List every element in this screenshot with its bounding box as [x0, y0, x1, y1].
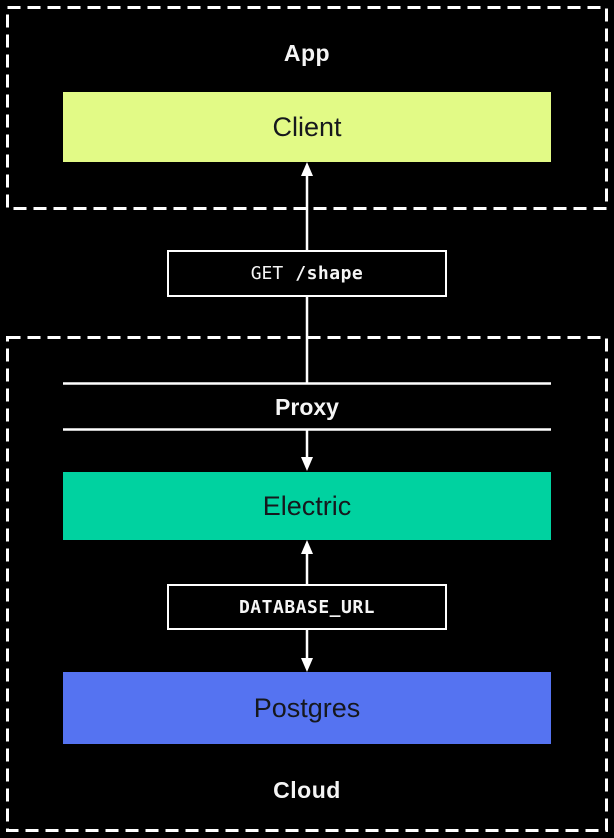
edge-label-get-shape: GET /shape: [167, 250, 447, 297]
node-proxy-label: Proxy: [275, 393, 339, 420]
node-postgres-label: Postgres: [253, 692, 361, 723]
node-client: Client: [63, 92, 551, 162]
node-postgres: Postgres: [63, 672, 551, 744]
node-electric-label: Electric: [262, 490, 352, 521]
cloud-group-border: [6, 336, 608, 832]
node-electric: Electric: [63, 472, 551, 540]
arrowhead-up-electric: [301, 540, 313, 554]
http-method-label: GET: [250, 263, 284, 284]
database-url-label: DATABASE_URL: [238, 596, 376, 618]
arrowhead-down-electric: [301, 457, 313, 471]
node-client-label: Client: [272, 111, 342, 142]
edge-label-database-url: DATABASE_URL: [167, 584, 447, 630]
node-proxy: Proxy: [63, 385, 551, 429]
http-path-label: /shape: [295, 263, 364, 284]
arrowhead-up-client: [301, 162, 313, 176]
cloud-group-label: Cloud: [273, 777, 341, 803]
arrowhead-down-postgres: [301, 658, 313, 672]
app-group-label: App: [283, 40, 331, 66]
